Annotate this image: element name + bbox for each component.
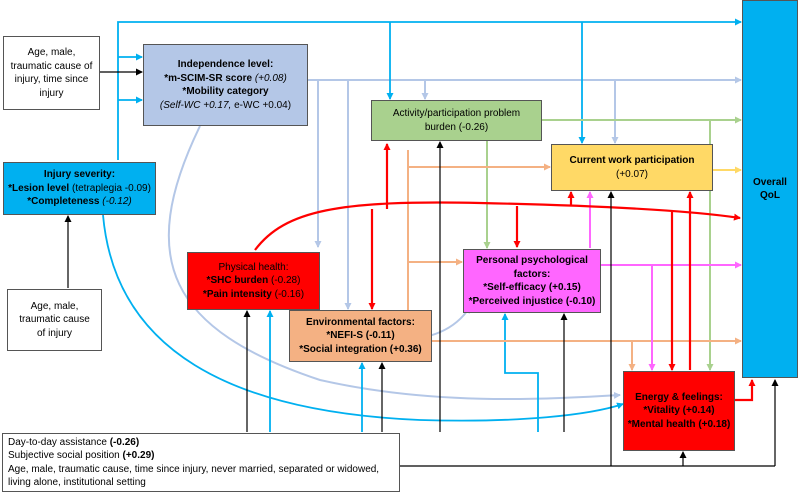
qol-line-2: QoL <box>760 190 780 201</box>
mental-health-label: *Mental health <box>627 418 696 430</box>
self-efficacy-value: (+0.15) <box>548 282 581 293</box>
covariates-top-line-3: injury, time since <box>14 74 89 85</box>
physical-health-box: Physical health: *SHC burden (-0.28) *Pa… <box>187 252 320 310</box>
covariates-mid-line-1: Age, male, <box>30 300 79 312</box>
energy-title: Energy & feelings: <box>635 391 723 403</box>
arrow-independence-to-energy <box>167 125 621 401</box>
covariates-mid-line-3: of injury <box>36 327 72 339</box>
arrow-severity-to-energy <box>102 214 624 422</box>
injury-severity-title: Injury severity: <box>43 169 116 181</box>
completeness-label: *Completeness <box>27 196 100 208</box>
covariates-box-mid: Age, male, traumatic cause of injury <box>7 289 102 351</box>
arrow-environment-to-work <box>407 150 551 171</box>
assistance-label: Day-to-day assistance <box>8 437 107 449</box>
covariates-top-line-4: injury <box>39 87 64 99</box>
arrow-physical-to-qol <box>254 201 741 251</box>
arrow-bottom-to-psych <box>501 313 539 432</box>
vitality-label: *Vitality <box>643 405 680 417</box>
pain-label: *Pain intensity <box>202 288 272 300</box>
lesion-level-label: *Lesion level <box>8 182 70 194</box>
completeness-value: (-0.12) <box>102 196 132 208</box>
psych-title: Personal psychological <box>476 255 588 266</box>
psych-title-2: factors: <box>513 268 551 280</box>
energy-feelings-box: Energy & feelings: *Vitality (+0.14) *Me… <box>623 371 735 451</box>
activity-line-2: burden (-0.26) <box>424 121 489 133</box>
shc-value: (-0.28) <box>271 275 301 287</box>
covariates-top-line-1: Age, male, <box>27 47 76 58</box>
qol-line-1: Overall <box>753 176 787 188</box>
injustice-label: *Perceived injustice <box>468 295 564 307</box>
independence-title: Independence level: <box>177 59 274 70</box>
arrow-energy-to-qol <box>735 379 756 402</box>
social-integration-value: (+0.36) <box>389 343 422 355</box>
mscim-value: (+0.08) <box>254 72 287 84</box>
arrow-top-line-to-qol <box>117 18 742 160</box>
lesion-level-value: (tetraplegia -0.09) <box>71 182 151 194</box>
pain-value: (-0.16) <box>274 288 305 300</box>
bottom-covariates-line-4: living alone, institutional setting <box>8 476 146 488</box>
work-value: (+0.07) <box>616 168 648 180</box>
overall-qol-box: Overall QoL <box>742 0 798 378</box>
social-position-label: Subjective social position <box>8 450 120 462</box>
nefi-value: (-0.11) <box>365 330 395 342</box>
mobility-ewc: e-WC +0.04) <box>234 99 292 111</box>
injustice-value: (-0.10) <box>565 295 596 307</box>
mental-health-value: (+0.18) <box>698 418 731 430</box>
social-integration-label: *Social integration <box>299 343 388 355</box>
social-position-value: (+0.29) <box>122 450 155 462</box>
mobility-swc: (Self-WC +0.17, <box>159 99 232 111</box>
bottom-covariates-line-3: Age, male, traumatic cause, time since i… <box>8 463 380 475</box>
personal-psych-box: Personal psychological factors: *Self-ef… <box>463 249 601 313</box>
bottom-covariates-box: Day-to-day assistance (-0.26) Subjective… <box>2 433 400 492</box>
vitality-value: (+0.14) <box>682 405 715 417</box>
nefi-label: *NEFI-S <box>326 330 363 342</box>
mobility-label: *Mobility category <box>182 86 269 97</box>
activity-line-1: Activity/participation problem <box>392 108 521 119</box>
environment-title: Environmental factors: <box>306 316 415 328</box>
mscim-label: *m-SCIM-SR score <box>164 72 253 84</box>
independence-level-box: Independence level: *m-SCIM-SR score (+0… <box>143 44 308 126</box>
assistance-value: (-0.26) <box>109 437 140 449</box>
self-efficacy-label: *Self-efficacy <box>483 282 547 293</box>
work-title: Current work participation <box>569 155 695 166</box>
covariates-mid-line-2: traumatic cause <box>19 314 90 326</box>
environmental-factors-box: Environmental factors: *NEFI-S (-0.11) *… <box>289 310 432 362</box>
current-work-box: Current work participation (+0.07) <box>551 144 713 191</box>
injury-severity-box: Injury severity: *Lesion level (tetraple… <box>3 162 156 215</box>
shc-label: *SHC burden <box>206 275 269 287</box>
activity-participation-box: Activity/participation problem burden (-… <box>371 100 542 141</box>
covariates-box-top: Age, male, traumatic cause of injury, ti… <box>3 36 100 110</box>
physical-title: Physical health: <box>218 261 289 273</box>
covariates-top-line-2: traumatic cause of <box>10 60 93 72</box>
